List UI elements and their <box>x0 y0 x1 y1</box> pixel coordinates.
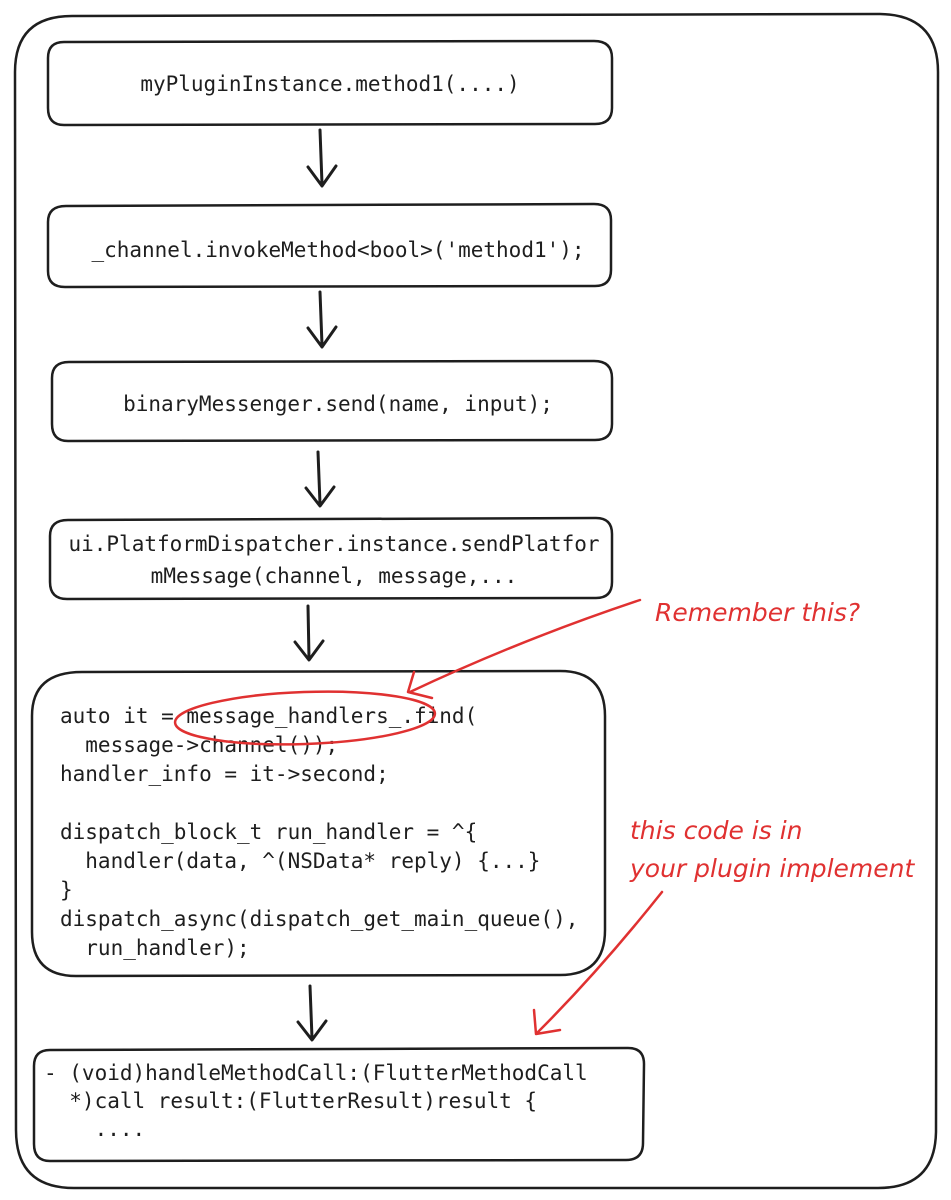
remember-arrow <box>406 598 642 700</box>
step6-box <box>32 1046 646 1163</box>
arrow-1-2 <box>306 128 338 188</box>
highlight-ellipse <box>173 690 437 746</box>
outer-frame <box>13 12 940 1190</box>
step6-code: - (void)handleMethodCall:(FlutterMethodC… <box>44 1061 588 1141</box>
step4-text-line1: ui.PlatformDispatcher.instance.sendPlatf… <box>68 532 599 556</box>
step5-code-line-5: dispatch_block_t run_handler = ^{ <box>60 820 477 844</box>
step6-code-line-1: - (void)handleMethodCall:(FlutterMethodC… <box>44 1061 588 1085</box>
step3-box <box>50 359 614 443</box>
plugin-arrow <box>532 890 664 1036</box>
arrow-2-3 <box>306 290 338 349</box>
step1-node: myPluginInstance.method1(....) <box>46 39 614 127</box>
step2-node: _channel.invokeMethod<bool>('method1'); <box>46 202 613 289</box>
step5-box <box>30 669 607 978</box>
step5-code-line-7: } <box>60 878 73 902</box>
annotation-plugin-line1: this code is in <box>630 816 803 845</box>
step4-node: ui.PlatformDispatcher.instance.sendPlatf… <box>48 516 614 601</box>
arrow-5-6 <box>296 984 328 1042</box>
annotation-plugin-line2: your plugin implement <box>629 854 915 883</box>
step5-code-line-6: handler(data, ^(NSData* reply) {...} <box>60 849 540 873</box>
step5-code-line-3: handler_info = it->second; <box>60 762 389 786</box>
step4-box <box>48 516 614 601</box>
step6-code-line-3: .... <box>44 1117 145 1141</box>
step4-text-line2: mMessage(channel, message,... <box>151 564 518 588</box>
step5-node: auto it = message_handlers_.find( messag… <box>30 669 607 978</box>
step3-text: binaryMessenger.send(name, input); <box>123 392 553 416</box>
step2-text: _channel.invokeMethod<bool>('method1'); <box>91 238 584 262</box>
step1-box <box>46 39 614 127</box>
step6-node: - (void)handleMethodCall:(FlutterMethodC… <box>32 1046 646 1163</box>
step5-code-line-1: auto it = message_handlers_.find( <box>60 704 477 728</box>
step3-node: binaryMessenger.send(name, input); <box>50 359 614 443</box>
step6-code-line-2: *)call result:(FlutterResult)result { <box>44 1089 537 1113</box>
step2-box <box>46 202 613 289</box>
step1-text: myPluginInstance.method1(....) <box>140 72 519 96</box>
arrow-4-5 <box>293 604 325 662</box>
annotation-remember: Remember this? <box>655 598 860 627</box>
step5-code-line-9: run_handler); <box>60 936 250 960</box>
step5-code-line-8: dispatch_async(dispatch_get_main_queue()… <box>60 907 578 931</box>
arrow-3-4 <box>304 450 336 508</box>
